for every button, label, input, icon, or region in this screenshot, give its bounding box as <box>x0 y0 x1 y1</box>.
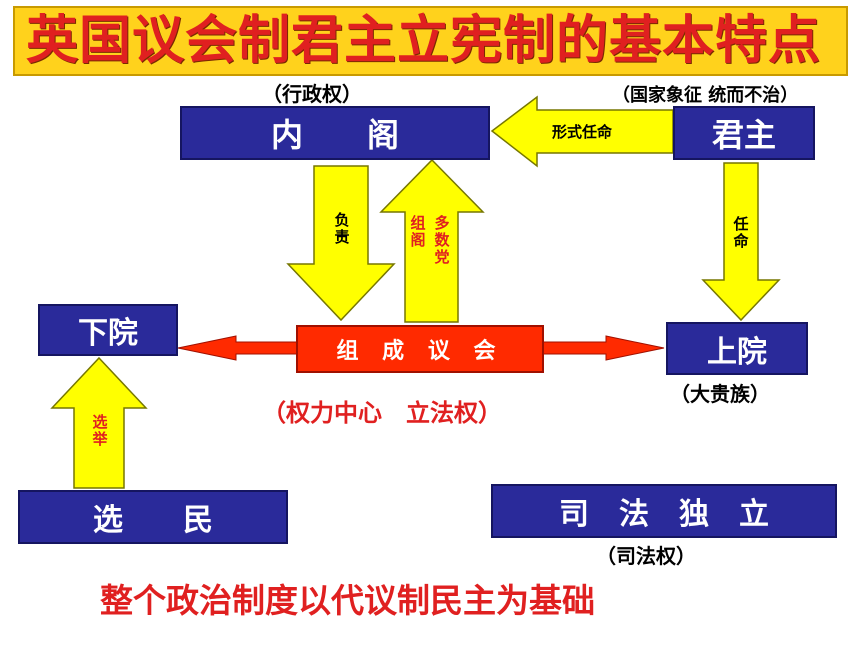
appoint-arrow <box>701 162 781 322</box>
upper-house-box: 上院 <box>666 322 808 375</box>
monarch-box: 君主 <box>673 106 815 160</box>
page-title: 英国议会制君主立宪制的基本特点 <box>26 11 822 71</box>
majority-party-arrow <box>379 158 485 323</box>
monarch-note: （国家象征 统而不治） <box>612 85 799 106</box>
judiciary-note: （司法权） <box>596 544 696 568</box>
responsible-arrow <box>286 165 396 322</box>
cabinet-box: 内 阁 <box>180 106 490 160</box>
judiciary-box: 司 法 独 立 <box>491 484 837 538</box>
voters-box: 选 民 <box>18 490 288 544</box>
title-banner <box>13 6 848 76</box>
responsible-label: 负责 <box>334 211 350 246</box>
parliament-right-arrow <box>539 335 665 361</box>
parliament-left-arrow <box>177 335 301 361</box>
footer-statement: 整个政治制度以代议制民主为基础 <box>100 581 595 620</box>
cabinet-note: （行政权） <box>262 82 362 106</box>
majority-party-label: 多数党 <box>434 214 450 266</box>
appoint-label: 任命 <box>733 215 749 250</box>
parliament-note: （权力中心 立法权） <box>262 399 502 427</box>
parliament-box: 组 成 议 会 <box>296 325 544 373</box>
lower-house-box: 下院 <box>38 304 178 356</box>
formal-appointment-label: 形式任命 <box>552 123 613 141</box>
elect-label: 选举 <box>92 413 108 448</box>
upper-house-note: （大贵族） <box>670 382 770 406</box>
elect-arrow <box>50 356 148 489</box>
form-cabinet-label: 组阁 <box>410 214 426 249</box>
